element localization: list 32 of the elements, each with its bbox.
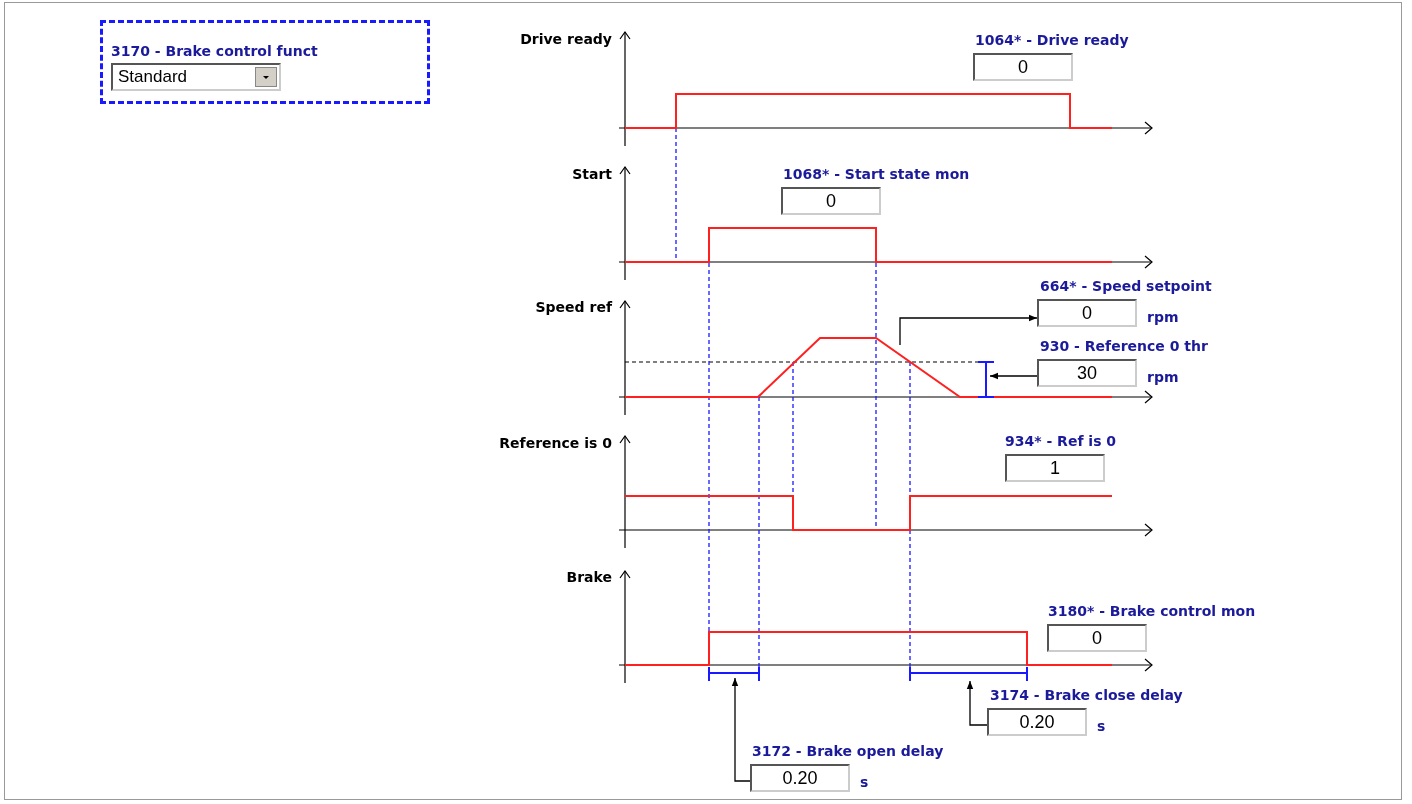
signal-name: Start xyxy=(571,165,612,183)
arrow xyxy=(989,372,1038,380)
value-field: 30 xyxy=(1037,359,1137,387)
value-field: 0 xyxy=(1037,299,1137,327)
value-field: 0 xyxy=(1047,624,1147,652)
parameter-label: 930 - Reference 0 thr xyxy=(1040,337,1208,355)
parameter-label: 934* - Ref is 0 xyxy=(1005,432,1117,450)
arrow xyxy=(966,680,988,726)
arrow xyxy=(731,677,751,782)
signal-name: Drive ready xyxy=(519,30,612,48)
unit-label: s xyxy=(1097,717,1106,735)
value-field: 0 xyxy=(781,187,881,215)
dropdown: Standard xyxy=(111,63,281,91)
unit-label: rpm xyxy=(1147,308,1179,326)
value-field: 0.20 xyxy=(750,764,850,792)
parameter-label: 3180* - Brake control mon xyxy=(1048,602,1256,620)
unit-label: s xyxy=(860,773,869,791)
signal-name: Speed ref xyxy=(534,298,612,316)
parameter-label: 3174 - Brake close delay xyxy=(990,686,1183,704)
parameter-label: 1064* - Drive ready xyxy=(975,31,1129,49)
parameter-group xyxy=(100,20,430,104)
parameter-label: 664* - Speed setpoint xyxy=(1040,277,1212,295)
arrow xyxy=(899,314,1038,346)
unit-label: rpm xyxy=(1147,368,1179,386)
value-field: 0.20 xyxy=(987,708,1087,736)
parameter-label: 3172 - Brake open delay xyxy=(752,742,944,760)
parameter-label: 1068* - Start state mon xyxy=(783,165,970,183)
value-field: 1 xyxy=(1005,454,1105,482)
parameter-label: 3170 - Brake control funct xyxy=(111,42,318,60)
signal-name: Reference is 0 xyxy=(498,434,612,452)
value-field: 0 xyxy=(973,53,1073,81)
signal-name: Brake xyxy=(565,568,612,586)
